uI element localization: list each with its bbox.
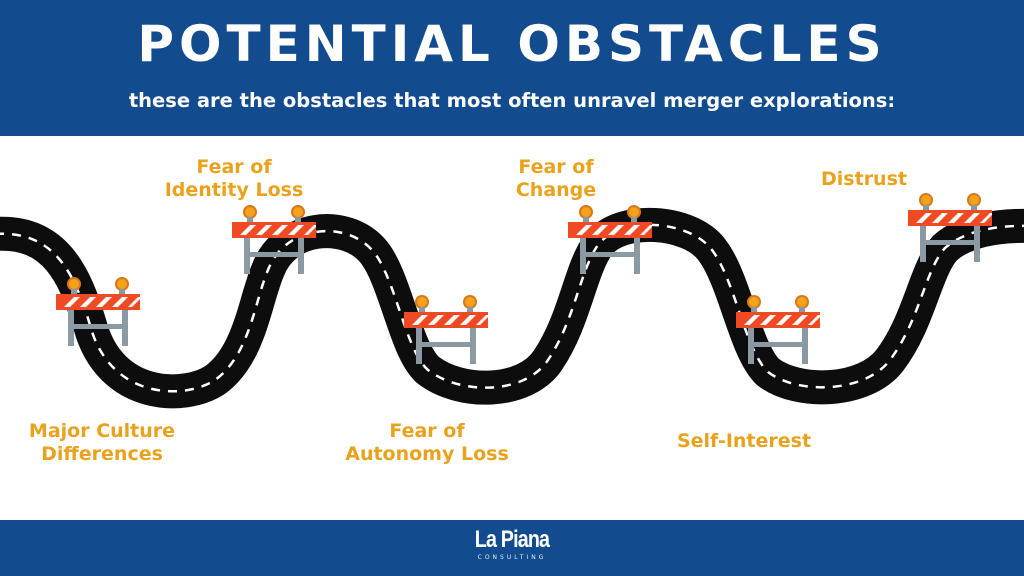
- obstacle-label-line: Fear of: [518, 156, 594, 178]
- obstacle-label-self-interest: Self-Interest: [644, 430, 844, 453]
- obstacle-label-line: Fear of: [389, 420, 465, 442]
- obstacle-label-fear-of-autonomy-loss: Fear of Autonomy Loss: [317, 420, 537, 466]
- barricade-graphic: [56, 277, 140, 346]
- obstacle-label-line: Major Culture: [28, 420, 176, 442]
- obstacle-label-fear-of-identity-loss: Fear of Identity Loss: [134, 156, 334, 202]
- barricade-icon: [56, 277, 140, 346]
- page-subtitle: these are the obstacles that most often …: [128, 89, 896, 112]
- obstacle-label-line: Change: [515, 179, 597, 201]
- obstacle-label-line: Fear of: [196, 156, 272, 178]
- road-surface: [0, 207, 1024, 409]
- obstacle-label-line: Self-Interest: [676, 430, 812, 452]
- obstacle-label-fear-of-change: Fear of Change: [456, 156, 656, 202]
- obstacle-label-line: Identity Loss: [164, 179, 304, 201]
- road-center-line: [0, 223, 1024, 393]
- obstacle-label-distrust: Distrust: [764, 168, 964, 191]
- obstacle-label-line: Distrust: [821, 168, 907, 190]
- page-title: POTENTIAL OBSTACLES: [137, 15, 887, 73]
- header-banner: POTENTIAL OBSTACLES these are the obstac…: [0, 0, 1024, 136]
- barricade-icon: [404, 295, 488, 364]
- logo-wordmark: La Piana: [474, 526, 550, 553]
- obstacle-label-line: Differences: [41, 443, 163, 465]
- footer-banner: La Piana CONSULTING: [0, 520, 1024, 576]
- barricade-icon: [908, 193, 992, 262]
- logo-subtext: CONSULTING: [477, 554, 547, 561]
- obstacle-label-major-culture-differences: Major Culture Differences: [2, 420, 202, 466]
- barricade-icon: [568, 205, 652, 274]
- barricade-icon: [232, 205, 316, 274]
- obstacle-label-line: Autonomy Loss: [345, 443, 509, 465]
- la-piana-logo: La Piana CONSULTING: [462, 526, 562, 562]
- barricade-icon: [736, 295, 820, 364]
